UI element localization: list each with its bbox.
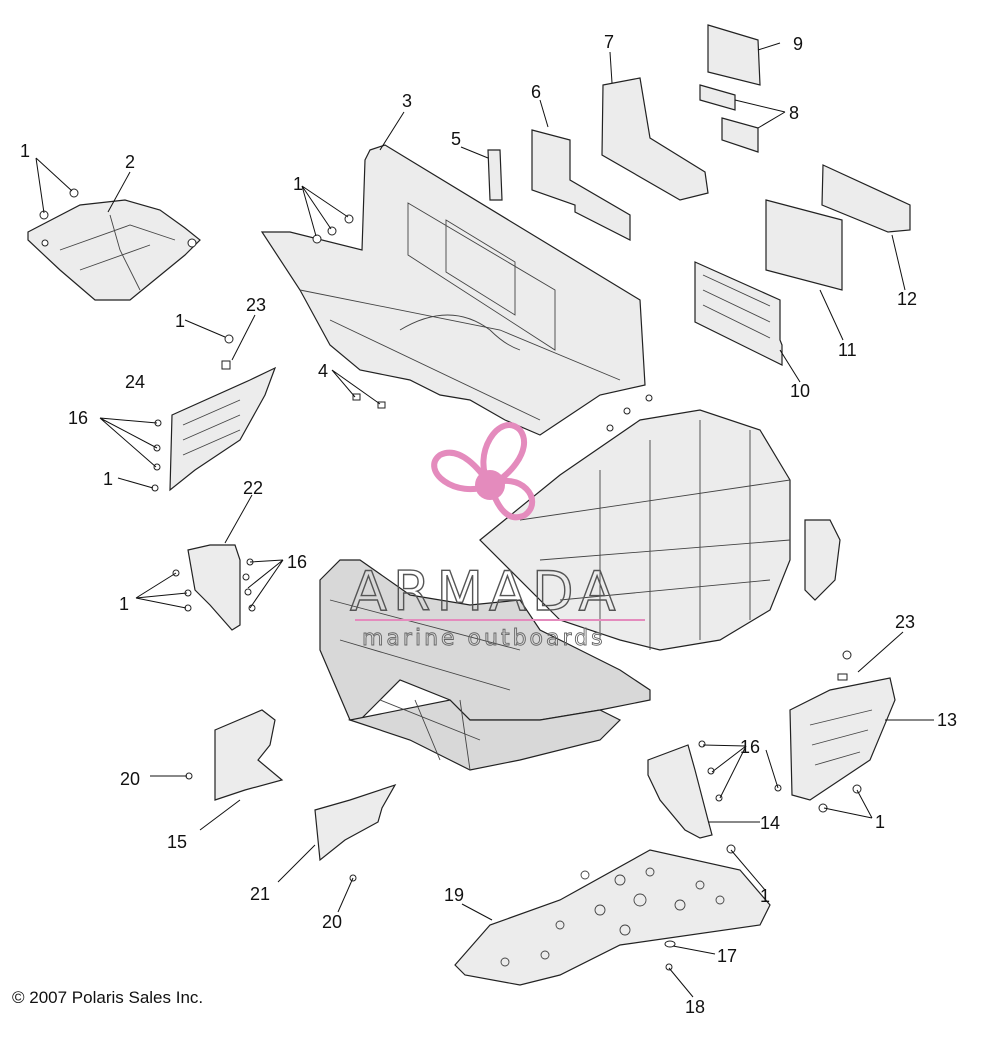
callout-1-floor: 1 bbox=[760, 886, 770, 906]
callout-8: 8 bbox=[789, 103, 799, 123]
callout-3: 3 bbox=[402, 91, 412, 111]
callout-1: 1 bbox=[20, 141, 30, 161]
callout-1-kick: 1 bbox=[119, 594, 129, 614]
callout-16-lower: 16 bbox=[740, 737, 760, 757]
callout-5: 5 bbox=[451, 129, 461, 149]
part-3-dash-bulkhead bbox=[260, 144, 646, 436]
part-11-seal bbox=[765, 199, 843, 291]
part-22-kick-panel bbox=[187, 544, 241, 631]
part-10-vent-grille bbox=[694, 261, 783, 366]
callout-6: 6 bbox=[531, 82, 541, 102]
callout-12: 12 bbox=[897, 289, 917, 309]
callout-4: 4 bbox=[318, 361, 328, 381]
callout-9: 9 bbox=[793, 34, 803, 54]
callout-23-upper: 23 bbox=[246, 295, 266, 315]
part-5-pad bbox=[487, 149, 503, 201]
callout-15: 15 bbox=[167, 832, 187, 852]
part-13-side-panel bbox=[789, 677, 896, 801]
callout-1-panel: 1 bbox=[103, 469, 113, 489]
callout-10: 10 bbox=[790, 381, 810, 401]
part-19-skid-plate bbox=[454, 849, 771, 986]
callout-13: 13 bbox=[937, 710, 957, 730]
callout-labels: 1 2 3 4 5 6 7 8 9 10 11 12 13 14 15 16 1… bbox=[20, 32, 957, 1017]
callout-2: 2 bbox=[125, 152, 135, 172]
callout-11: 11 bbox=[838, 340, 857, 360]
part-12-foam bbox=[821, 164, 911, 233]
callout-1-dash-left: 1 bbox=[175, 311, 185, 331]
callout-18: 18 bbox=[685, 997, 705, 1017]
propeller-logo-icon bbox=[431, 422, 535, 521]
leader-lines bbox=[35, 42, 934, 998]
callout-20-bottom: 20 bbox=[322, 912, 342, 932]
callout-16-upper: 16 bbox=[68, 408, 88, 428]
callout-21: 21 bbox=[250, 884, 270, 904]
callout-16-middle: 16 bbox=[287, 552, 307, 572]
main-frame bbox=[319, 409, 841, 771]
part-14-kick-panel bbox=[647, 744, 713, 839]
callout-1-dash-top: 1 bbox=[293, 174, 303, 194]
callout-1-right: 1 bbox=[875, 812, 885, 832]
part-7-foam-block bbox=[601, 77, 709, 201]
part-9-pad bbox=[707, 24, 761, 86]
part-6-insulation bbox=[531, 129, 631, 241]
copyright-notice: © 2007 Polaris Sales Inc. bbox=[12, 988, 204, 1007]
callout-23-lower: 23 bbox=[895, 612, 915, 632]
part-2-front-panel bbox=[27, 199, 201, 301]
callout-20-left: 20 bbox=[120, 769, 140, 789]
watermark-name: ARMADA bbox=[350, 560, 622, 623]
callout-22: 22 bbox=[243, 478, 263, 498]
part-24-side-panel bbox=[169, 366, 277, 492]
callout-19: 19 bbox=[444, 885, 464, 905]
callout-17: 17 bbox=[717, 946, 737, 966]
part-21-panel bbox=[314, 783, 397, 862]
callout-7: 7 bbox=[604, 32, 614, 52]
watermark-tagline: marine outboards bbox=[362, 626, 606, 651]
callout-14: 14 bbox=[760, 813, 780, 833]
part-8-pads bbox=[699, 84, 759, 153]
armada-watermark: ARMADA marine outboards bbox=[349, 422, 645, 651]
callout-24: 24 bbox=[125, 372, 145, 392]
part-15-panel bbox=[214, 709, 284, 801]
